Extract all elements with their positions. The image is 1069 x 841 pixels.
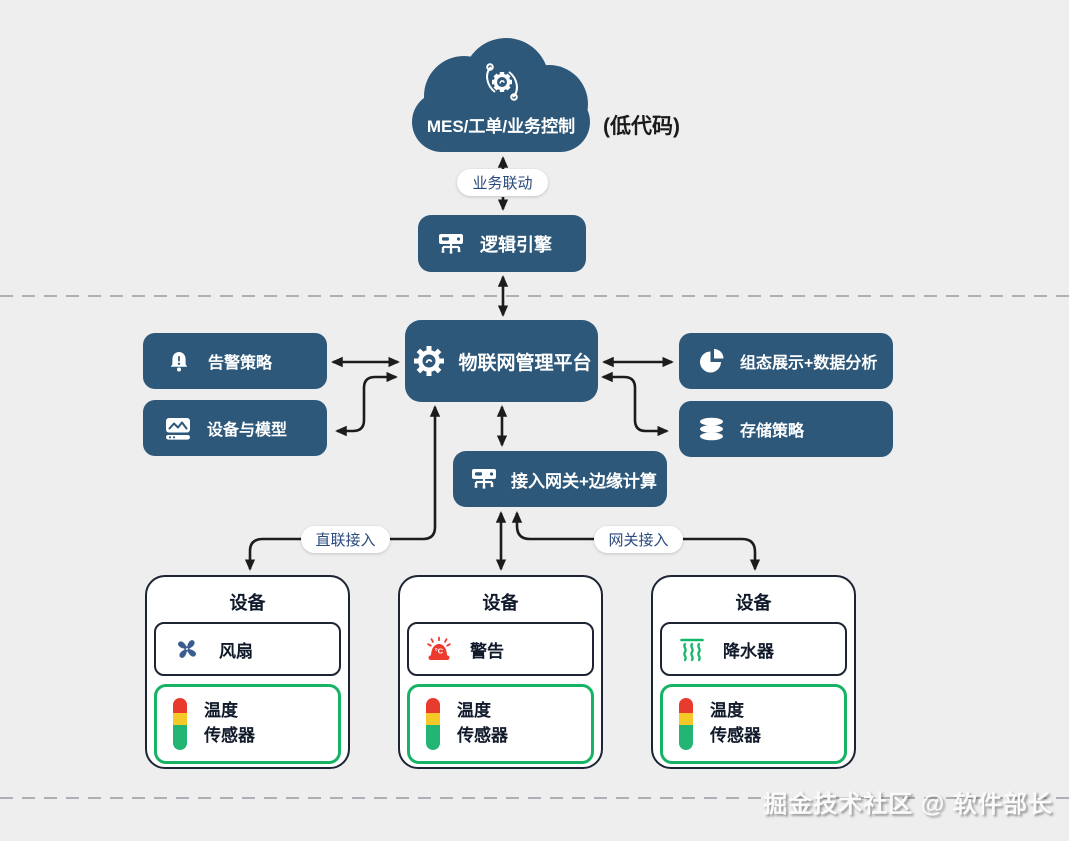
node-logic-engine: 逻辑引擎 (418, 215, 586, 272)
sensor-box: 温度 传感器 (154, 684, 341, 764)
device-title: 设备 (229, 593, 266, 613)
gear-icon (414, 346, 445, 376)
node-storage-policy: 存储策略 (679, 401, 893, 457)
temperature-bar-icon (173, 698, 187, 750)
node-access-gateway: 接入网关+边缘计算 (453, 451, 667, 507)
component-label: 降水器 (723, 641, 774, 661)
component-box: °C 警告 (407, 622, 594, 676)
device-card: 设备 降水器 温度 传感器 (651, 575, 856, 769)
node-iot-platform: 物联网管理平台 (405, 320, 598, 402)
node-label: 设备与模型 (207, 422, 288, 439)
database-icon (700, 417, 723, 441)
automation-gear-icon (486, 63, 518, 101)
device-model-icon (166, 417, 190, 440)
watermark: 掘金技术社区 @ 软件部长 (763, 791, 1053, 818)
direct-access-label: 直联接入 (301, 526, 390, 553)
hub-icon (439, 233, 463, 254)
low-code-note: (低代码) (603, 115, 680, 138)
node-label: 接入网关+边缘计算 (511, 471, 657, 491)
alarm-bell-icon (170, 351, 188, 371)
device-title: 设备 (735, 593, 772, 613)
hub-icon (472, 469, 496, 489)
siren-degree-text: °C (435, 647, 444, 656)
node-label: 告警策略 (208, 355, 273, 372)
sensor-label: 温度 传感器 (710, 701, 761, 745)
pie-chart-icon (700, 348, 724, 372)
device-title: 设备 (482, 593, 519, 613)
sensor-label: 温度 传感器 (457, 701, 508, 745)
node-label: 组态展示+数据分析 (740, 355, 878, 372)
fan-icon (178, 640, 196, 658)
cloud-label: MES/工单/业务控制 (426, 117, 576, 136)
node-label: 存储策略 (740, 423, 805, 440)
node-label: 物联网管理平台 (458, 352, 592, 374)
component-label: 警告 (470, 641, 504, 661)
sensor-box: 温度 传感器 (660, 684, 847, 764)
temperature-bar-icon (679, 698, 693, 750)
component-box: 降水器 (660, 622, 847, 676)
sensor-box: 温度 传感器 (407, 684, 594, 764)
gateway-access-label: 网关接入 (594, 526, 683, 553)
device-card: 设备 °C 警告 温度 传感器 (398, 575, 603, 769)
business-link-label: 业务联动 (457, 169, 548, 196)
device-card: 设备 风扇 温度 传感器 (145, 575, 350, 769)
sensor-label: 温度 传感器 (204, 701, 255, 745)
alarm-siren-icon: °C (427, 636, 451, 660)
node-label: 逻辑引擎 (480, 234, 552, 255)
steam-icon (680, 638, 704, 661)
node-visualization-analysis: 组态展示+数据分析 (679, 333, 893, 389)
temperature-bar-icon (426, 698, 440, 750)
node-alarm-policy: 告警策略 (143, 333, 327, 389)
component-label: 风扇 (219, 641, 253, 661)
node-device-model: 设备与模型 (143, 400, 327, 456)
component-box: 风扇 (154, 622, 341, 676)
